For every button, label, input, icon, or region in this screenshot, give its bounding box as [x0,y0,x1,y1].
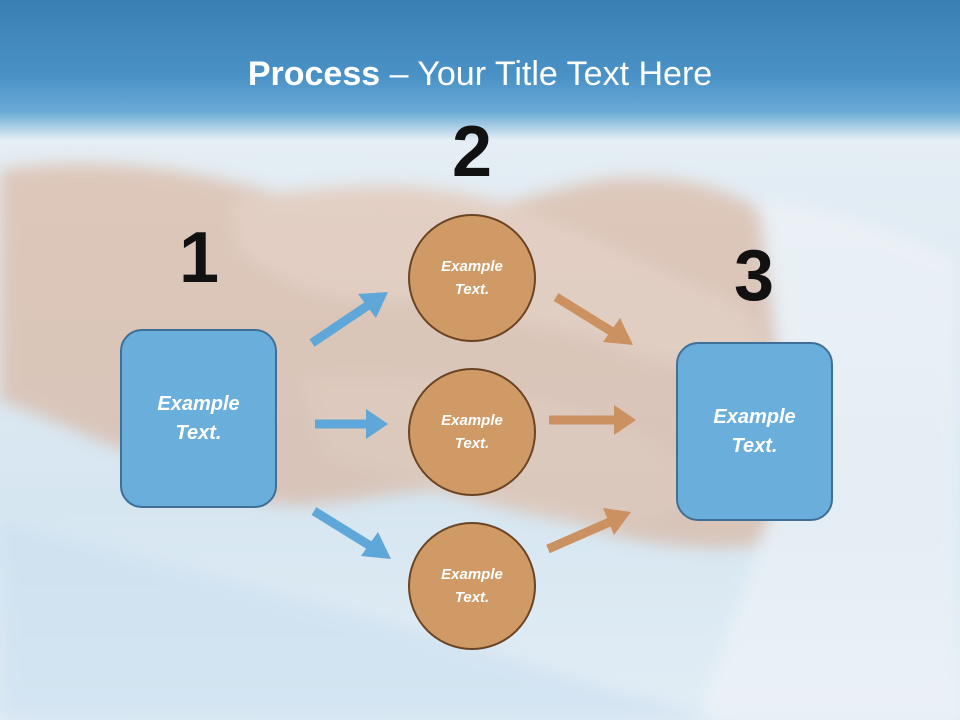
orange-arrow-up [546,508,631,554]
orange-arrow-down [553,293,633,345]
blue-arrow-down [311,507,391,559]
step-2-circle-top: Example Text. [408,214,536,342]
title-bold: Process [247,55,381,93]
slide-title: Process – Your Title Text Here [0,52,960,96]
title-rest: – Your Title Text Here [380,55,713,93]
step-number-1: 1 [178,218,220,298]
step-number-2: 2 [451,112,493,192]
title-bar [0,0,960,140]
orange-arrow-right [549,405,636,435]
step-1-box: Example Text. [120,329,277,508]
step-2-circle-bottom: Example Text. [408,522,536,650]
blue-arrow-right [315,409,388,439]
step-number-3: 3 [733,236,775,316]
step-2-circle-middle: Example Text. [408,368,536,496]
step-3-box: Example Text. [676,342,833,521]
blue-arrow-up [309,292,388,347]
